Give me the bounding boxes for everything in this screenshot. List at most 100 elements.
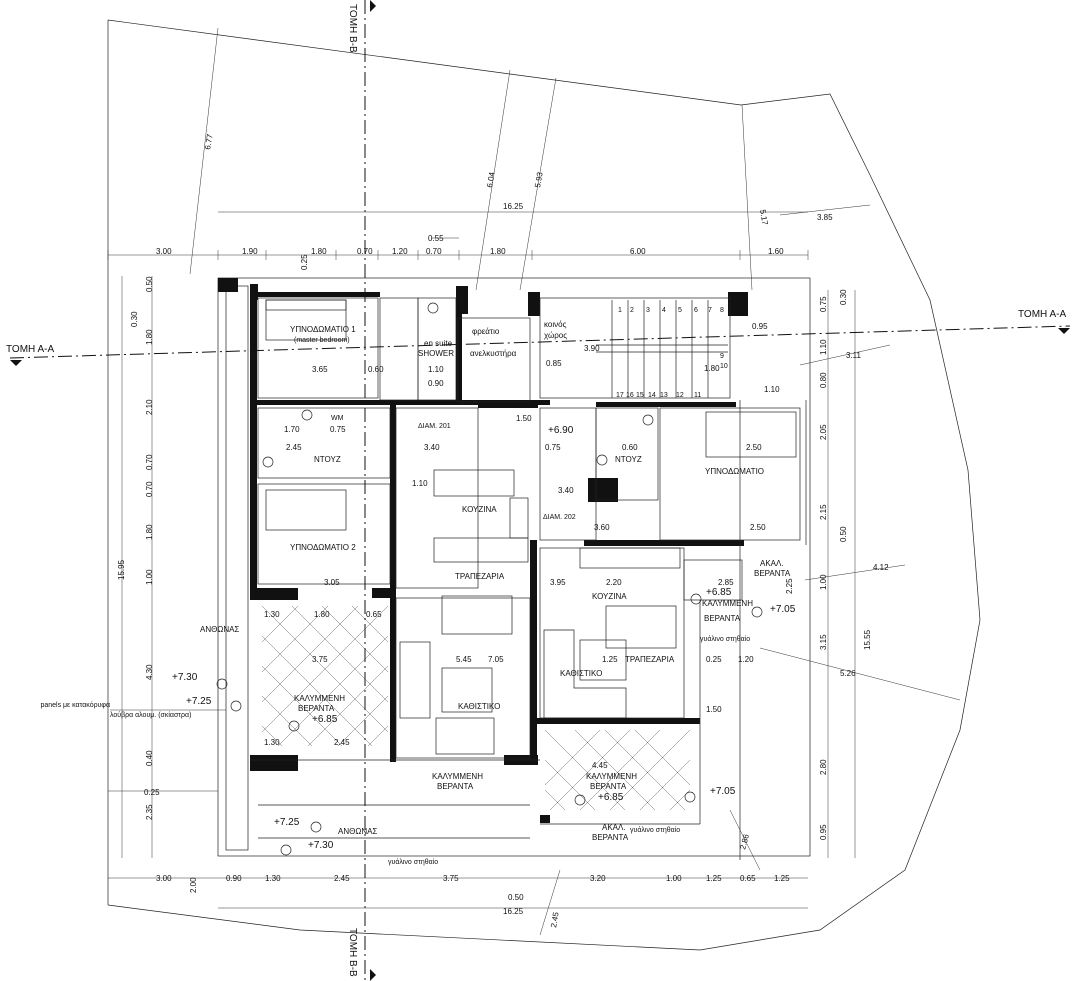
dim-int-29: 4.45 <box>592 761 608 770</box>
dim-int-24: 7.05 <box>488 655 504 664</box>
dim-top-7: 1.80 <box>490 247 506 256</box>
dim-diag-1: 6.77 <box>203 133 215 150</box>
label-cov-veranda-1a: ΚΑΛΥΜΜΕΝΗ <box>294 694 345 703</box>
dim-top-9: 1.60 <box>768 247 784 256</box>
label-shower-b: ΝΤΟΥΖ <box>615 455 642 464</box>
level-l685-c: +6.85 <box>706 587 732 598</box>
dim-int-46: 2.50 <box>750 523 766 532</box>
dim-top-3: 1.80 <box>311 247 327 256</box>
label-cov-veranda-4a: ΚΑΛΥΜΜΕΝΗ <box>702 599 753 608</box>
label-cov-veranda-4b: ΒΕΡΑΝΤΑ <box>704 614 741 623</box>
level-l705-a: +7.05 <box>770 604 796 615</box>
stair-step-7: 7 <box>708 307 712 314</box>
level-l725-b: +7.25 <box>274 817 300 828</box>
label-wm: WM <box>331 415 344 422</box>
label-bedroom1-sub: (master bedroom) <box>294 337 350 344</box>
level-l705-b: +7.05 <box>710 786 736 797</box>
dim-bottom-1: 3.00 <box>156 874 172 883</box>
interior-walls <box>257 297 801 759</box>
label-glass-rail-2: γυάλινο στηθαίο <box>630 826 680 834</box>
label-flowerbed-2: ΑΝΘΩΝΑΣ <box>338 827 377 836</box>
dim-bottom-11: 1.25 <box>774 874 790 883</box>
dim-left-390: 0.25 <box>144 788 160 797</box>
stair-step-6: 6 <box>694 307 698 314</box>
dim-int-50: 2.50 <box>746 443 762 452</box>
level-l730-b: +7.30 <box>308 840 334 851</box>
dim-left-total: 15.95 <box>117 559 126 580</box>
dim-diag-8: 5.26 <box>840 669 856 678</box>
dim-left-2: 1.80 <box>145 329 154 345</box>
dim-left-extra-1: 0.30 <box>130 311 139 327</box>
dim-int-57: 1.25 <box>602 655 618 664</box>
dim-diag-3: 5.93 <box>533 171 545 188</box>
dim-top-small: 0.55 <box>428 234 444 243</box>
dim-int-0: 3.65 <box>312 365 328 374</box>
dim-int-65: 3.90 <box>584 344 600 353</box>
section-aa-left: ΤΟΜΗ Α-Α <box>6 344 54 355</box>
dim-left-extra-2: 0.25 <box>300 254 309 270</box>
label-cov-veranda-3a: ΚΑΛΥΜΜΕΝΗ <box>586 772 637 781</box>
label-cov-veranda-3b: ΒΕΡΑΝΤΑ <box>590 782 627 791</box>
dim-diag-9: 2.86 <box>738 833 751 851</box>
dim-int-60: 1.20 <box>738 655 754 664</box>
dim-int-55: 3.95 <box>550 578 566 587</box>
stair-step-12: 12 <box>676 392 684 399</box>
site-boundary <box>107 19 981 951</box>
dim-bottom-2: 0.90 <box>226 874 242 883</box>
stair-step-8: 8 <box>720 307 724 314</box>
dim-left-9: 0.40 <box>145 750 154 766</box>
dim-diag-5: 3.85 <box>817 213 833 222</box>
label-flowerbed-1: ΑΝΘΩΝΑΣ <box>200 625 239 634</box>
section-bb-bottom: ΤΟΜΗ Β-Β <box>347 928 358 977</box>
stair-step-16: 16 <box>626 392 634 399</box>
label-shower-en: SHOWER <box>418 349 454 358</box>
level-l730-a: +7.30 <box>172 672 198 683</box>
dim-diag-4: 5.17 <box>758 209 770 226</box>
dim-left-extra-3: 2.00 <box>189 877 198 893</box>
stair-step-15: 15 <box>636 392 644 399</box>
dim-left-3: 2.10 <box>145 399 154 415</box>
dim-bottom-7: 3.20 <box>590 874 606 883</box>
dim-bottom-10: 0.65 <box>740 874 756 883</box>
label-living-a: ΚΑΘΙΣΤΙΚΟ <box>458 702 500 711</box>
dim-int-16: 3.05 <box>324 578 340 587</box>
dim-int-6: 2.45 <box>286 443 302 452</box>
label-apt202: ΔΙΑΜ. 202 <box>543 514 576 521</box>
dim-bottom-5: 3.75 <box>443 874 459 883</box>
label-ensuite: en suite <box>424 339 453 348</box>
dim-left-8: 4.30 <box>145 664 154 680</box>
dim-right-9: 2.80 <box>819 759 828 775</box>
dim-int-4: 1.70 <box>284 425 300 434</box>
dim-top-8: 6.00 <box>630 247 646 256</box>
label-common-2: χώρος <box>544 331 567 340</box>
dim-bottom-9: 1.25 <box>706 874 722 883</box>
diagonal-dimensions: 6.77 6.04 5.93 5.17 3.85 3.11 4.12 5.26 … <box>189 27 961 936</box>
label-glass-rail-3: γυάλινο στηθαίο <box>700 635 750 643</box>
dim-right-2: 0.75 <box>819 296 828 312</box>
dim-top-5: 1.20 <box>392 247 408 256</box>
stair-step-1: 1 <box>618 307 622 314</box>
label-cov-veranda-2a: ΚΑΛΥΜΜΕΝΗ <box>432 772 483 781</box>
dim-int-21: 3.75 <box>312 655 328 664</box>
dim-int-44: 3.60 <box>594 523 610 532</box>
stair-step-9: 9 <box>720 353 724 360</box>
building-outline <box>217 277 811 860</box>
dim-int-54: 2.85 <box>718 578 734 587</box>
top-dimensions: 16.25 0.55 3.00 1.90 1.80 0.70 1.20 0.70… <box>107 202 809 260</box>
stair-step-4: 4 <box>662 307 666 314</box>
label-panels-2: λούβρα αλουμ. (σκίαστρα) <box>110 711 191 719</box>
dim-int-3: 0.90 <box>428 379 444 388</box>
dim-right-1: 0.30 <box>839 289 848 305</box>
dim-left-7: 1.00 <box>145 569 154 585</box>
dim-right-6: 2.15 <box>819 504 828 520</box>
label-glass-rail-1: γυάλινο στηθαίο <box>388 858 438 866</box>
label-panels-1: panels με κατακόρυφα <box>40 701 110 709</box>
label-shaft-2: ανελκυστήρα <box>470 349 517 358</box>
dim-int-61: 1.50 <box>706 705 722 714</box>
dim-int-9: 1.10 <box>412 479 428 488</box>
dim-bottom-8: 1.00 <box>666 874 682 883</box>
label-kitchen-b: ΚΟΥΖΙΝΑ <box>592 592 627 601</box>
dim-int-17: 1.80 <box>314 610 330 619</box>
label-uncov-1a: ΑΚΑΛ. <box>602 823 626 832</box>
